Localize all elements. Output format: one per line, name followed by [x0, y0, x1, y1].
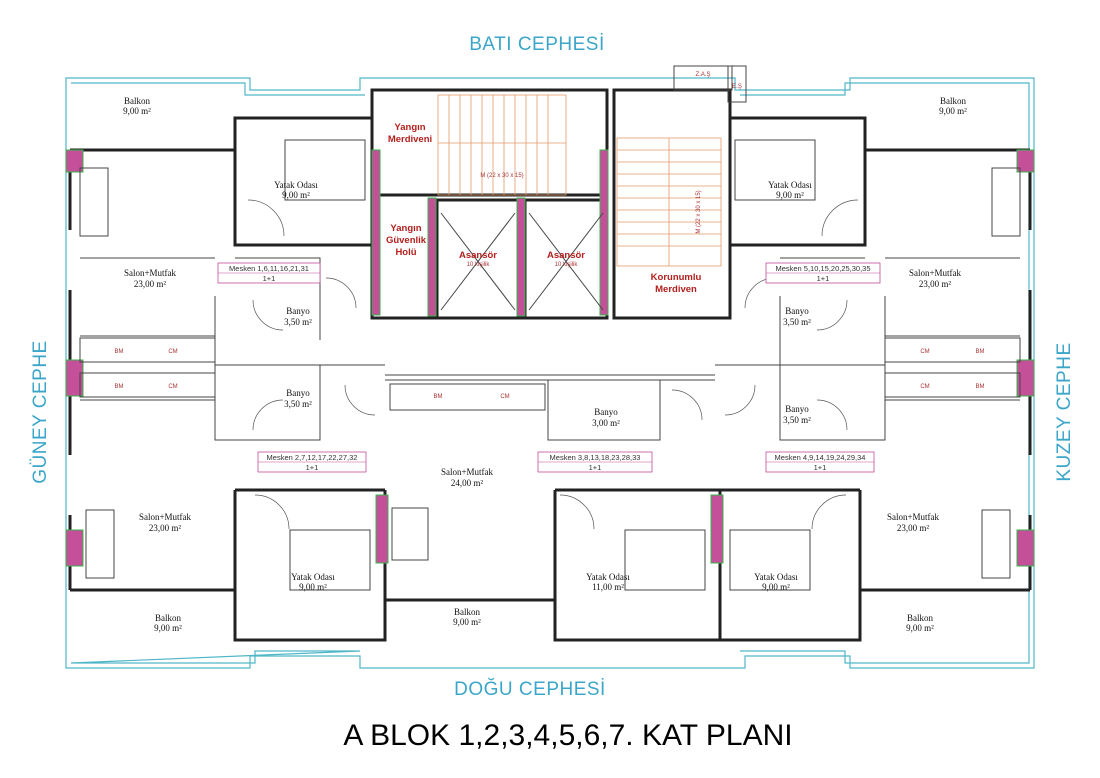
unit-sc-label: Mesken 3,8,13,18,23,28,33 — [550, 453, 641, 462]
banyo-ne-area: 3,50 m² — [783, 317, 811, 327]
plan-title: A BLOK 1,2,3,4,5,6,7. KAT PLANI — [343, 719, 792, 752]
unit-sw-label: Mesken 2,7,12,17,22,27,32 — [267, 453, 358, 462]
banyo-se-label: Banyo — [785, 404, 809, 414]
furniture — [79, 139, 1021, 591]
bm-tag: BM — [115, 349, 124, 355]
salon-se-label: Salon+Mutfak — [887, 512, 940, 522]
unit-tag-nw: Mesken 1,6,11,16,21,31 1+1 — [217, 262, 321, 284]
balkon-sw-label: Balkon — [155, 613, 181, 623]
elevator-1-capacity: 10 kişilik — [467, 262, 491, 268]
fire-stair-label-1: Yangın — [394, 122, 425, 133]
salon-ne-label: Salon+Mutfak — [909, 268, 962, 278]
east-facade-label: DOĞU CEPHESİ — [454, 678, 606, 700]
balkon-nw-area: 9,00 m² — [123, 106, 151, 116]
balkon-ne-label: Balkon — [940, 96, 966, 106]
fire-lobby-label-2: Güvenlik — [386, 235, 427, 246]
banyo-center-area: 3,00 m² — [592, 418, 620, 428]
yatak-se-label: Yatak Odası — [754, 572, 798, 582]
banyo-nw-area: 3,50 m² — [284, 317, 312, 327]
cm-tag-4: CM — [920, 384, 929, 390]
shaft-b-label: E.Ş — [732, 84, 742, 90]
cm-tag-3: CM — [920, 349, 929, 355]
bm-tag-2: BM — [115, 384, 124, 390]
balkon-se-label: Balkon — [907, 613, 933, 623]
protected-stair-label-1: Korunumlu — [651, 272, 702, 283]
yatak-sc-area: 11,00 m² — [592, 582, 624, 592]
bm-tag-5: BM — [434, 394, 443, 400]
salon-nw-area: 23,00 m² — [134, 279, 167, 289]
bm-tag-3: BM — [976, 349, 985, 355]
elevator-1-label: Asansör — [459, 250, 497, 261]
salon-center-label: Salon+Mutfak — [441, 467, 494, 477]
unit-sc-type: 1+1 — [589, 463, 602, 472]
exterior-walls — [68, 116, 1032, 642]
bm-tag-4: BM — [976, 384, 985, 390]
cm-tag: CM — [168, 349, 177, 355]
hatched-walls — [65, 149, 1035, 567]
cm-tag-5: CM — [500, 394, 509, 400]
unit-ne-label: Mesken 5,10,15,20,25,30,35 — [775, 264, 870, 273]
yatak-se-area: 9,00 m² — [762, 582, 790, 592]
unit-tag-ne: Mesken 5,10,15,20,25,30,35 1+1 — [765, 262, 881, 284]
interior-partitions — [80, 257, 1020, 441]
balkon-nw-label: Balkon — [124, 96, 150, 106]
salon-nw-label: Salon+Mutfak — [124, 268, 177, 278]
shaft-a-label: Z.A.Ş — [695, 72, 710, 78]
elevator-shafts — [440, 212, 604, 311]
unit-tag-sc: Mesken 3,8,13,18,23,28,33 1+1 — [537, 451, 653, 473]
west-facade-label: BATI CEPHESİ — [469, 34, 605, 55]
salon-se-area: 23,00 m² — [897, 523, 930, 533]
unit-nw-label: Mesken 1,6,11,16,21,31 — [229, 264, 309, 273]
balkon-se-area: 9,00 m² — [906, 623, 934, 633]
north-facade-label: KUZEY CEPHE — [1054, 342, 1075, 481]
balkon-sc-label: Balkon — [454, 607, 480, 617]
fire-stair-treads — [437, 94, 567, 196]
banyo-se-area: 3,50 m² — [783, 415, 811, 425]
elevator-2-capacity: 10 kişilik — [555, 262, 579, 268]
yatak-ne-label: Yatak Odası — [768, 180, 812, 190]
unit-se-label: Mesken 4,9,14,19,24,29,34 — [775, 453, 866, 462]
fire-stair-dimension: M (22 x 30 x 15) — [480, 173, 523, 179]
unit-nw-type: 1+1 — [263, 274, 276, 283]
unit-sw-type: 1+1 — [306, 463, 319, 472]
south-facade-label: GÜNEY CEPHE — [30, 340, 51, 483]
unit-tag-sw: Mesken 2,7,12,17,22,27,32 1+1 — [257, 451, 367, 473]
fire-lobby-label-1: Yangın — [390, 223, 421, 234]
yatak-sc-label: Yatak Odası — [586, 572, 630, 582]
balkon-sc-area: 9,00 m² — [453, 617, 481, 627]
elevator-2-label: Asansör — [547, 250, 585, 261]
salon-sw-area: 23,00 m² — [149, 523, 182, 533]
kitchen-counters — [79, 337, 1021, 411]
protected-stair-label-2: Merdiven — [655, 284, 697, 295]
banyo-sw-area: 3,50 m² — [284, 399, 312, 409]
balkon-sw-area: 9,00 m² — [154, 623, 182, 633]
salon-ne-area: 23,00 m² — [919, 279, 952, 289]
fire-stair-label-2: Merdiveni — [388, 134, 432, 145]
protected-stair-dimension: M (22 x 30 x 15) — [696, 190, 702, 233]
banyo-sw-label: Banyo — [286, 388, 310, 398]
balkon-ne-area: 9,00 m² — [939, 106, 967, 116]
unit-tag-se: Mesken 4,9,14,19,24,29,34 1+1 — [765, 451, 875, 473]
yatak-ne-area: 9,00 m² — [776, 190, 804, 200]
unit-ne-type: 1+1 — [817, 274, 830, 283]
fire-lobby-label-3: Holü — [395, 247, 416, 258]
unit-se-type: 1+1 — [814, 463, 827, 472]
protected-stair-treads — [616, 137, 722, 267]
yatak-nw-area: 9,00 m² — [282, 190, 310, 200]
yatak-sw-area: 9,00 m² — [299, 582, 327, 592]
banyo-nw-label: Banyo — [286, 306, 310, 316]
yatak-sw-label: Yatak Odası — [291, 572, 335, 582]
yatak-nw-label: Yatak Odası — [274, 180, 318, 190]
banyo-center-label: Banyo — [594, 407, 618, 417]
cm-tag-2: CM — [168, 384, 177, 390]
banyo-ne-label: Banyo — [785, 306, 809, 316]
salon-center-area: 24,00 m² — [451, 478, 484, 488]
salon-sw-label: Salon+Mutfak — [139, 512, 192, 522]
